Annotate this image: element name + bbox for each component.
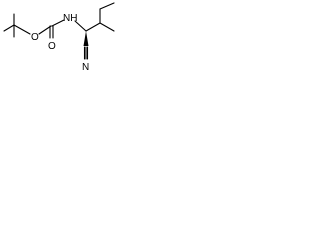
tbu-to-oxygen-bond: [13, 24, 31, 35]
ester-oxygen-label: O: [31, 32, 39, 43]
molecule-drawing: O O NH N: [3, 2, 115, 73]
carbonyl-to-nh-bond: [51, 19, 65, 27]
carbonyl-oxygen-label: O: [48, 41, 56, 52]
stereocenter-to-ch2-bond: [85, 22, 101, 32]
structure-canvas: O O NH N: [0, 0, 126, 88]
amine-label: NH: [63, 13, 77, 24]
oxygen-to-carbonyl-bond: [38, 25, 52, 35]
tbu-bond-left: [3, 24, 15, 32]
carbamate-group: [38, 19, 65, 39]
stereo-wedge-bond: [83, 31, 89, 46]
nh-to-stereocenter-bond: [74, 20, 87, 32]
tert-butyl-group: [3, 13, 31, 38]
nitrile-nitrogen-label: N: [82, 62, 89, 73]
ch2-to-ch-bond: [99, 22, 115, 32]
isobutyl-group: [85, 2, 115, 32]
nitrile-triple-bond: [83, 46, 89, 60]
methyl-upper-right-bond: [99, 2, 115, 10]
